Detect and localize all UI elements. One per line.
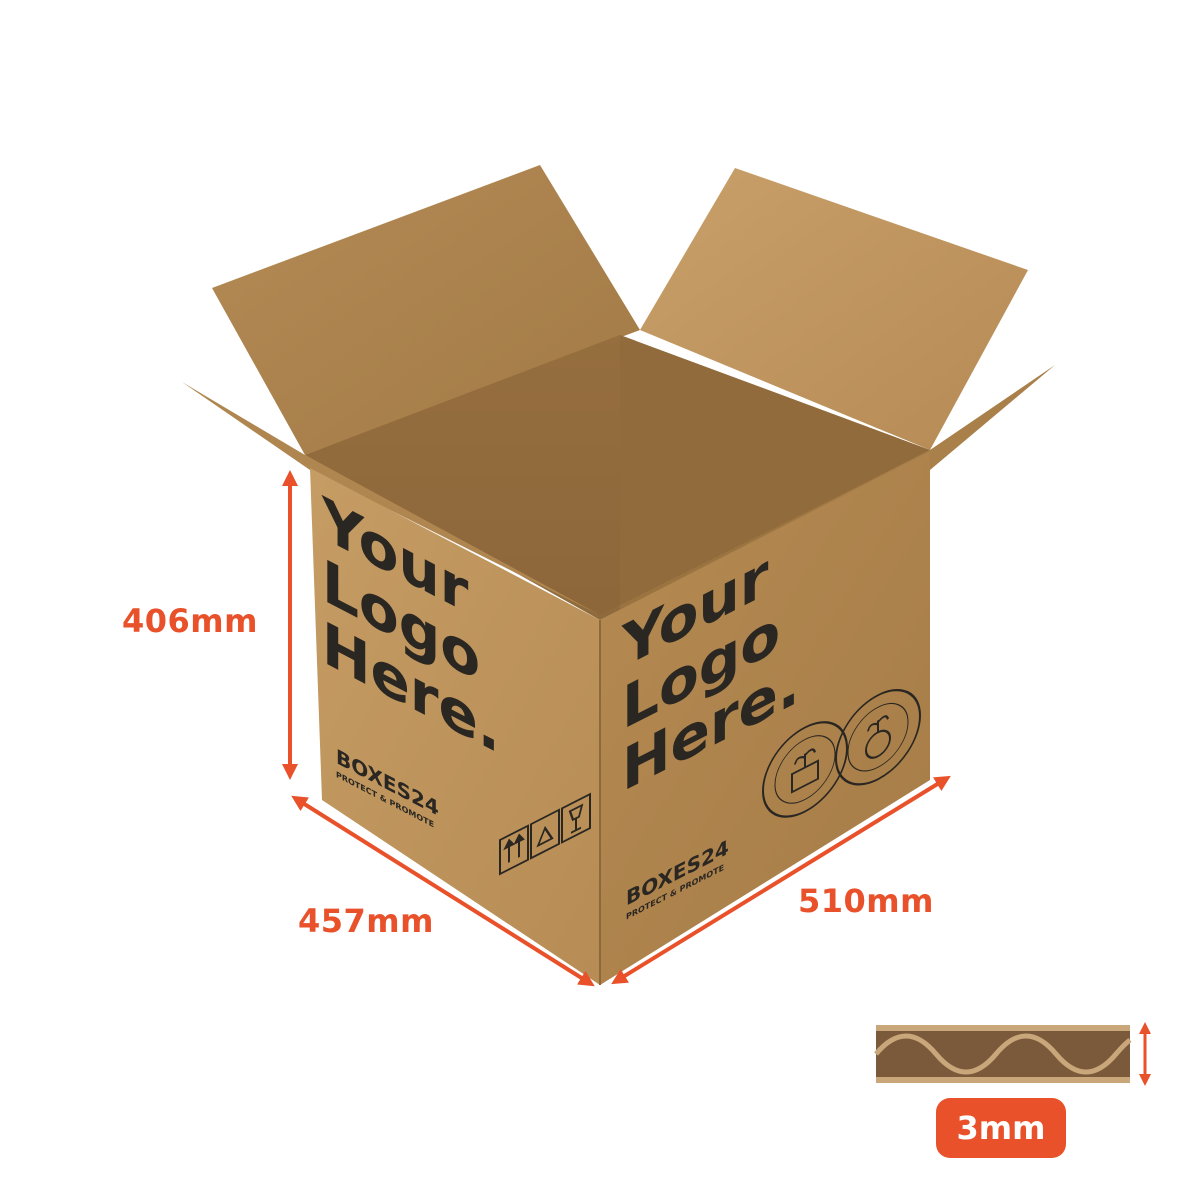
depth-dimension-label: 457mm xyxy=(298,902,434,940)
arrow-icon xyxy=(282,470,1151,1086)
flap-back-right xyxy=(640,168,1028,450)
thickness-badge: 3mm xyxy=(936,1098,1066,1158)
flap-back-left xyxy=(212,165,640,455)
width-dimension-label: 510mm xyxy=(798,882,934,920)
width-arrow xyxy=(611,775,951,985)
depth-arrow xyxy=(291,795,595,987)
height-dimension-label: 406mm xyxy=(122,602,258,640)
inner-floor-shadow xyxy=(305,335,930,615)
flute-cross-section xyxy=(874,1025,1132,1083)
